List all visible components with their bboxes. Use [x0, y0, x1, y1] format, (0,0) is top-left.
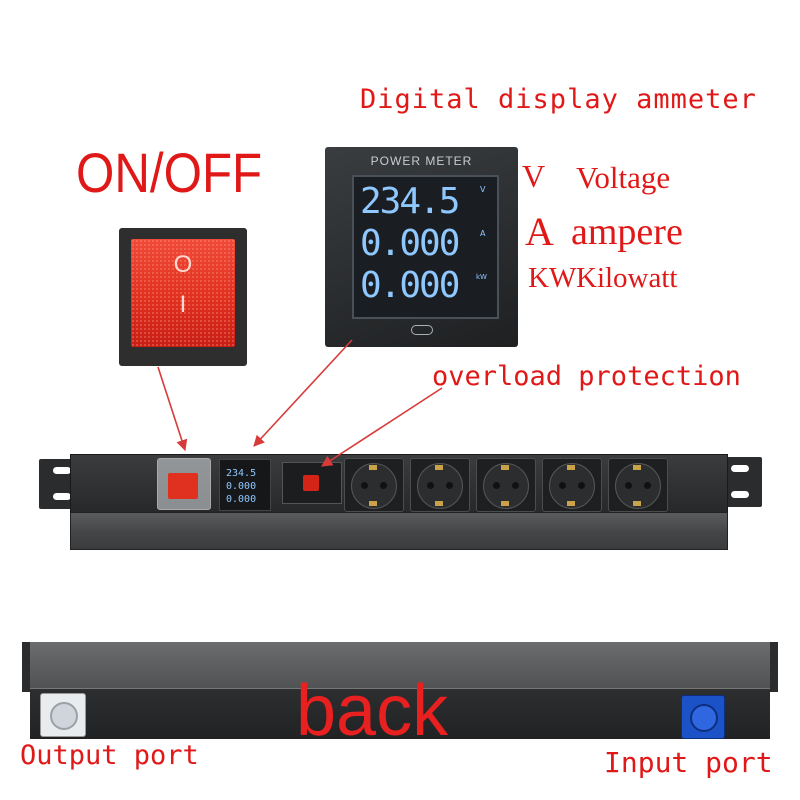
back-pdu-face — [30, 688, 770, 739]
front-pdu: 234.5 0.000 0.000 — [0, 440, 800, 560]
socket-pin — [559, 482, 566, 489]
front-mini-meter: 234.5 0.000 0.000 — [219, 459, 271, 511]
mini-meter-row-2: 0.000 — [226, 481, 257, 492]
socket-pin — [446, 482, 453, 489]
back-pdu-top — [30, 642, 770, 688]
ampere-suffix: A — [480, 229, 486, 238]
power-meter-closeup: POWER METER 234.5 V 0.000 A 0.000 kW — [325, 147, 518, 347]
ampere-unit-label: A — [525, 209, 554, 254]
output-port-connector — [40, 693, 86, 737]
socket-earth-clip — [633, 465, 641, 470]
kilowatt-word-label: Kilowatt — [576, 262, 678, 294]
voltage-suffix: V — [480, 185, 486, 194]
ampere-readout: 0.000 — [360, 223, 460, 264]
socket-pin — [493, 482, 500, 489]
socket-pin — [512, 482, 519, 489]
socket-earth-clip — [369, 501, 377, 506]
outlet-socket-recess — [483, 463, 529, 509]
socket-earth-clip — [501, 465, 509, 470]
front-switch-rocker — [168, 473, 198, 499]
kilowatt-readout: 0.000 — [360, 265, 460, 306]
voltage-readout: 234.5 — [360, 181, 460, 222]
outlet-socket — [608, 458, 668, 512]
socket-earth-clip — [633, 501, 641, 506]
ampere-word-label: ampere — [571, 211, 683, 253]
kilowatt-unit-label: KW — [528, 262, 577, 294]
back-label: back — [296, 671, 449, 751]
mini-meter-row-3: 0.000 — [226, 494, 257, 505]
socket-earth-clip — [435, 501, 443, 506]
socket-row — [344, 458, 674, 512]
input-port-label: Input port — [604, 746, 773, 779]
front-pdu-body — [70, 512, 728, 550]
rocker-switch-face: O I — [131, 239, 235, 347]
power-meter-button — [411, 325, 433, 335]
power-meter-screen: 234.5 V 0.000 A 0.000 kW — [352, 175, 499, 319]
outlet-socket — [344, 458, 404, 512]
outlet-socket-recess — [351, 463, 397, 509]
socket-earth-clip — [369, 465, 377, 470]
rocker-switch-closeup: O I — [119, 228, 247, 366]
socket-earth-clip — [567, 465, 575, 470]
overload-protection-label: overload protection — [432, 361, 741, 392]
mini-meter-row-1: 234.5 — [226, 468, 257, 479]
arrow-to-meter — [253, 339, 353, 447]
socket-pin — [361, 482, 368, 489]
outlet-socket — [410, 458, 470, 512]
outlet-socket-recess — [417, 463, 463, 509]
socket-pin — [644, 482, 651, 489]
voltage-unit-label: V — [522, 158, 546, 194]
socket-pin — [380, 482, 387, 489]
outlet-socket-recess — [615, 463, 661, 509]
socket-pin — [578, 482, 585, 489]
overload-breaker-button — [303, 475, 319, 491]
arrow-to-switch — [157, 366, 188, 452]
socket-earth-clip — [567, 501, 575, 506]
socket-earth-clip — [501, 501, 509, 506]
input-port-connector — [681, 695, 725, 739]
outlet-socket-recess — [549, 463, 595, 509]
output-port-label: Output port — [20, 740, 199, 771]
outlet-socket — [542, 458, 602, 512]
overload-breaker — [282, 462, 342, 504]
back-pdu — [0, 630, 800, 750]
power-meter-brand: POWER METER — [370, 154, 473, 168]
ammeter-title-label: Digital display ammeter — [360, 84, 757, 115]
switch-off-symbol: O — [173, 251, 193, 278]
socket-pin — [427, 482, 434, 489]
on-off-label: ON/OFF — [76, 141, 263, 204]
socket-earth-clip — [435, 465, 443, 470]
front-switch-cover — [157, 458, 211, 510]
switch-on-symbol: I — [179, 291, 187, 318]
socket-pin — [625, 482, 632, 489]
outlet-socket — [476, 458, 536, 512]
voltage-word-label: Voltage — [576, 160, 671, 195]
kilowatt-suffix: kW — [476, 273, 487, 281]
